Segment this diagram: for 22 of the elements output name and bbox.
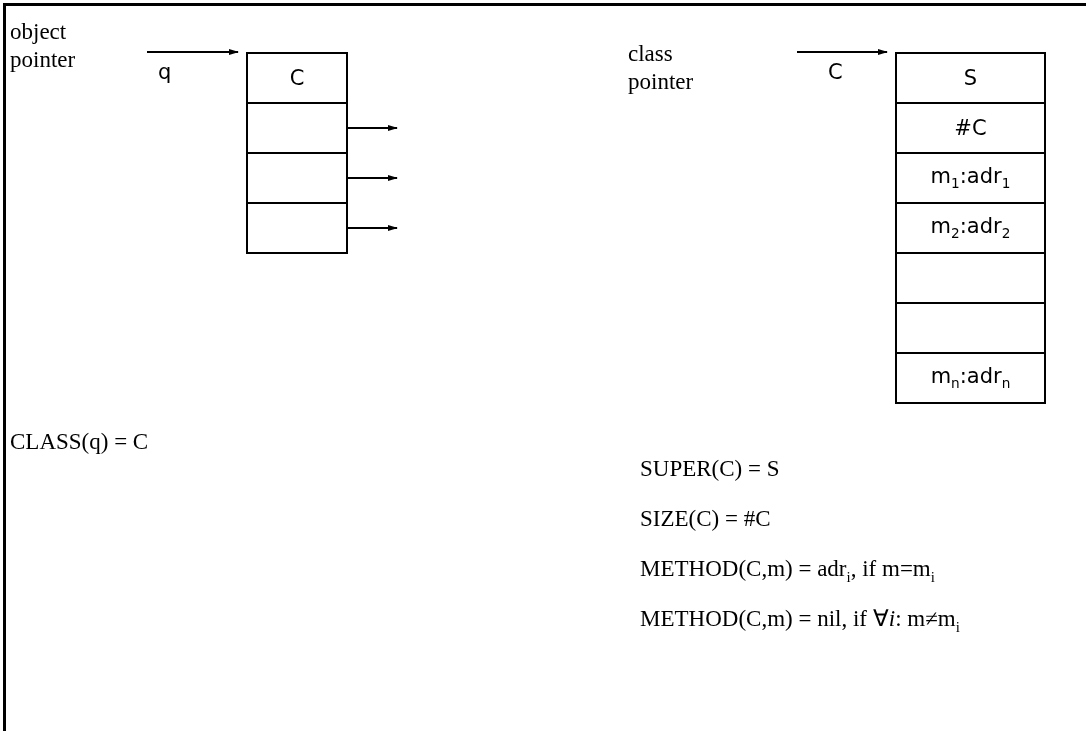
cell-text: C xyxy=(289,66,305,90)
pointer-arrow xyxy=(347,175,398,181)
edge-label: C xyxy=(828,60,843,84)
pointer-arrow xyxy=(347,125,398,131)
cell-text: S xyxy=(963,66,978,90)
edge-label: q xyxy=(158,60,172,84)
pointer-caption: object pointer xyxy=(10,18,77,74)
pointer-caption: class pointer xyxy=(628,40,695,96)
formula: METHOD(C,m) = adr$_{i}$, if m=m$_{i}$ xyxy=(640,555,935,587)
formula: METHOD(C,m) = nil, if ∀i: m≠m$_{i}$ xyxy=(640,605,960,637)
record-box xyxy=(246,52,348,254)
cell-text: m$_{2}$:adr$_{2}$ xyxy=(930,214,1011,242)
cell-text: m$_{1}$:adr$_{1}$ xyxy=(930,164,1011,192)
formula: CLASS(q) = C xyxy=(10,428,149,456)
cell-text: #C xyxy=(954,116,987,140)
pointer-arrow xyxy=(796,49,888,55)
formula: SUPER(C) = S xyxy=(640,455,780,483)
pointer-arrow xyxy=(146,49,239,55)
formula: SIZE(C) = #C xyxy=(640,505,771,533)
record-box xyxy=(895,52,1046,404)
cell-text: m$_{n}$:adr$_{n}$ xyxy=(930,364,1011,392)
pointer-arrow xyxy=(347,225,398,231)
